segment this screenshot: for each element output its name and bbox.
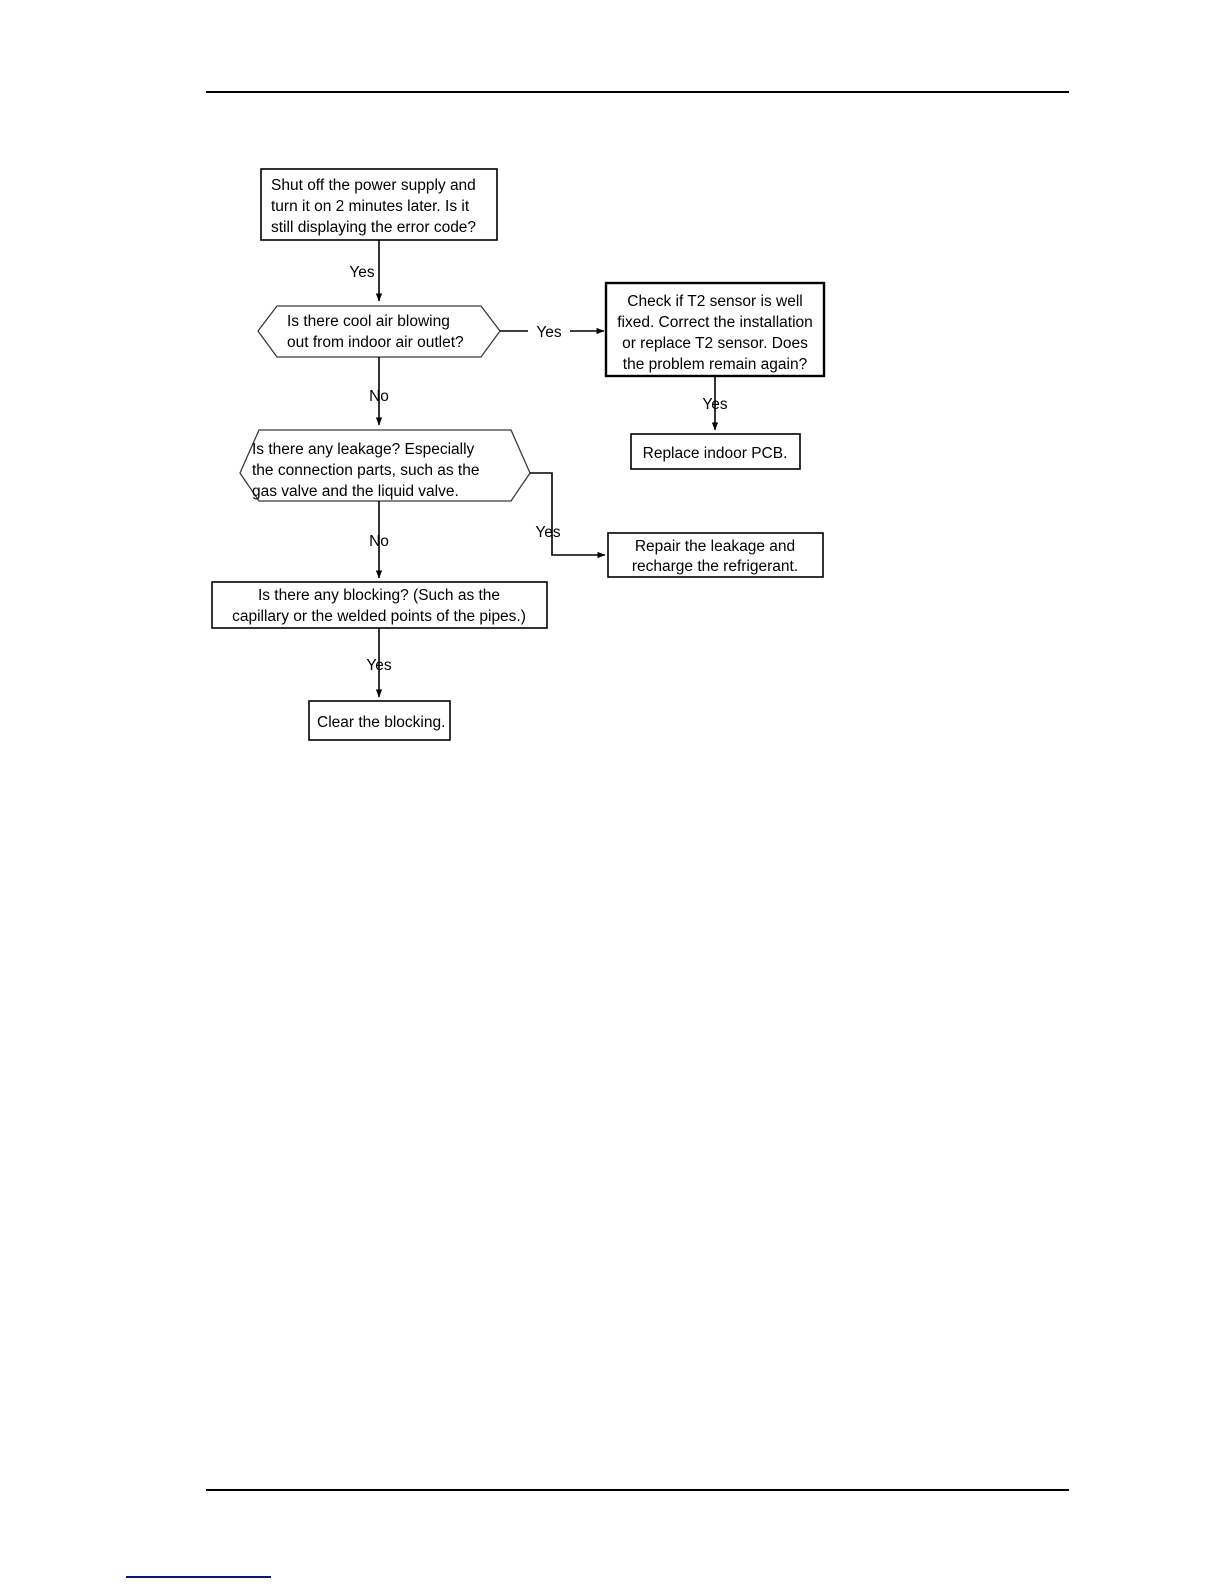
edge-label-no-n2-n5: No bbox=[369, 388, 389, 405]
node-n3-line-0: Check if T2 sensor is well bbox=[627, 293, 802, 310]
edge-label-yes-n3-n4: Yes bbox=[702, 396, 728, 413]
node-n1-line-1: turn it on 2 minutes later. Is it bbox=[271, 198, 470, 215]
edge-n5-to-n7: No bbox=[369, 501, 389, 579]
node-n1-line-0: Shut off the power supply and bbox=[271, 177, 476, 194]
node-n5-line-0: Is there any leakage? Especially bbox=[252, 441, 475, 458]
edge-n1-to-n2: Yes bbox=[349, 240, 383, 302]
node-n6-line-1: recharge the refrigerant. bbox=[632, 558, 798, 575]
edge-n2-to-n5: No bbox=[369, 357, 389, 426]
edge-n5-to-n6: Yes bbox=[530, 472, 606, 559]
bottom-accent-rule bbox=[126, 1576, 271, 1578]
header-rule bbox=[206, 91, 1069, 93]
troubleshooting-flowchart: Shut off the power supply and turn it on… bbox=[211, 168, 826, 741]
node-n7-line-0: Is there any blocking? (Such as the bbox=[258, 587, 500, 604]
node-n4-line-0: Replace indoor PCB. bbox=[643, 445, 788, 462]
node-n3-line-2: or replace T2 sensor. Does bbox=[622, 335, 808, 352]
edge-n7-to-n8: Yes bbox=[366, 628, 392, 698]
node-n5-line-1: the connection parts, such as the bbox=[252, 462, 479, 479]
node-n8-line-0: Clear the blocking. bbox=[317, 714, 445, 731]
node-blocking-decision: Is there any blocking? (Such as the capi… bbox=[211, 581, 548, 629]
edge-label-yes-n1-n2: Yes bbox=[349, 264, 375, 281]
footer-rule bbox=[206, 1489, 1069, 1491]
edge-n3-to-n4: Yes bbox=[702, 376, 728, 431]
node-n6-line-0: Repair the leakage and bbox=[635, 538, 795, 555]
node-check-t2-sensor: Check if T2 sensor is well fixed. Correc… bbox=[604, 281, 826, 378]
edge-label-yes-n7-n8: Yes bbox=[366, 657, 392, 674]
node-n3-line-3: the problem remain again? bbox=[623, 356, 808, 373]
node-replace-indoor-pcb: Replace indoor PCB. bbox=[630, 433, 801, 470]
edge-label-no-n5-n7: No bbox=[369, 533, 389, 550]
node-leakage-decision: Is there any leakage? Especially the con… bbox=[239, 429, 531, 502]
node-n1-line-2: still displaying the error code? bbox=[271, 219, 476, 236]
node-n2-line-0: Is there cool air blowing bbox=[287, 313, 450, 330]
node-n3-line-1: fixed. Correct the installation bbox=[617, 314, 813, 331]
edge-n2-to-n3: Yes bbox=[500, 324, 605, 341]
node-repair-leakage: Repair the leakage and recharge the refr… bbox=[607, 532, 824, 578]
node-clear-the-blocking: Clear the blocking. bbox=[308, 700, 451, 741]
node-n5-line-2: gas valve and the liquid valve. bbox=[252, 483, 459, 500]
node-shut-off-power-supply: Shut off the power supply and turn it on… bbox=[260, 168, 498, 241]
edge-label-yes-n2-n3: Yes bbox=[536, 324, 562, 341]
node-n7-line-1: capillary or the welded points of the pi… bbox=[232, 608, 526, 625]
edge-label-yes-n5-n6: Yes bbox=[535, 524, 561, 541]
node-n2-line-1: out from indoor air outlet? bbox=[287, 334, 464, 351]
node-cool-air-blowing-decision: Is there cool air blowing out from indoo… bbox=[257, 305, 501, 358]
